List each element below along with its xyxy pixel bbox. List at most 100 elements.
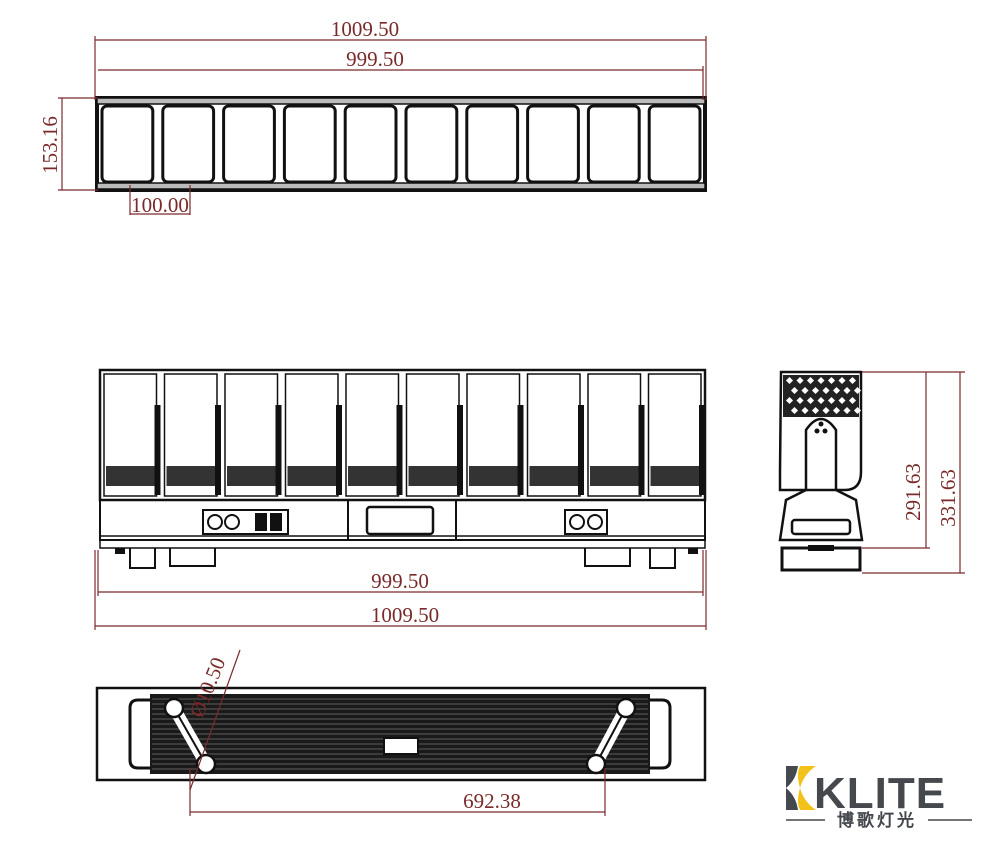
top-view-cell bbox=[100, 104, 155, 184]
top-view-cell bbox=[526, 104, 580, 184]
dim-top-overall-width: 1009.50 bbox=[331, 17, 399, 41]
grille-hole bbox=[811, 386, 820, 395]
side-view-dimensions bbox=[862, 371, 965, 574]
display-screen bbox=[365, 505, 435, 536]
side-view bbox=[778, 370, 864, 572]
clamp-left bbox=[129, 548, 216, 569]
front-view-head-arm bbox=[396, 405, 403, 495]
front-view-head-arm bbox=[215, 405, 221, 495]
side-yoke bbox=[778, 417, 864, 542]
front-view-head-arm bbox=[638, 405, 645, 495]
grille-hole bbox=[853, 386, 862, 395]
omega-bracket-right-bottom bbox=[585, 753, 607, 775]
yoke-screw bbox=[822, 428, 828, 434]
connector-port bbox=[255, 513, 267, 531]
logo-mark-yellow-bottom bbox=[798, 788, 816, 810]
grille-hole bbox=[811, 406, 820, 415]
display-panel bbox=[347, 499, 457, 541]
front-view bbox=[98, 368, 707, 569]
dim-bottom-mount-spacing: 692.38 bbox=[463, 789, 521, 813]
front-view-head-arm bbox=[154, 405, 161, 495]
yoke-screw bbox=[818, 421, 824, 427]
connector-socket-icon bbox=[587, 514, 603, 530]
front-view-head-vent bbox=[287, 466, 336, 486]
bottom-view bbox=[95, 686, 707, 782]
dim-side-height-body: 291.63 bbox=[901, 463, 925, 521]
connector-socket-icon bbox=[569, 514, 585, 530]
front-view-head-vent bbox=[348, 466, 397, 486]
grille-hole bbox=[838, 396, 846, 405]
grille-hole bbox=[806, 396, 815, 405]
top-view-cell bbox=[647, 104, 702, 184]
grille-hole bbox=[827, 376, 836, 385]
grille-hole bbox=[822, 406, 830, 415]
front-view-head-vent bbox=[166, 466, 215, 486]
front-view-head-arm bbox=[517, 405, 524, 495]
dim-front-body-width: 999.50 bbox=[371, 569, 429, 593]
connector-panel-left bbox=[202, 509, 289, 535]
top-view-outline bbox=[95, 96, 707, 192]
front-view-head-arm bbox=[699, 405, 705, 495]
handle-right bbox=[650, 698, 672, 770]
grille-hole bbox=[853, 406, 862, 415]
connector-socket-icon bbox=[224, 514, 240, 530]
connector-port bbox=[270, 513, 282, 531]
side-panel bbox=[790, 518, 852, 536]
top-view-cell bbox=[343, 104, 398, 184]
top-rail bbox=[96, 97, 706, 105]
front-view-head-arm bbox=[578, 405, 584, 495]
foot bbox=[688, 548, 698, 554]
front-view-head-vent bbox=[408, 466, 457, 486]
top-view-cell bbox=[222, 104, 276, 184]
front-view-head-vent bbox=[529, 466, 578, 486]
top-view-dimensions bbox=[58, 36, 707, 215]
front-view-head-arm bbox=[275, 405, 282, 495]
grille-hole bbox=[801, 386, 809, 395]
handle-left bbox=[128, 698, 150, 770]
side-base-latch bbox=[808, 545, 834, 551]
bottom-view-outline bbox=[95, 686, 707, 782]
grille-hole bbox=[796, 396, 804, 405]
side-head-outline bbox=[778, 370, 863, 492]
front-view-head-vent bbox=[106, 466, 155, 486]
dim-side-height-overall: 331.63 bbox=[936, 469, 960, 527]
logo-mark-gray-bottom bbox=[786, 788, 798, 810]
top-view-cell bbox=[161, 104, 216, 184]
dim-top-pitch: 100.00 bbox=[131, 193, 189, 217]
grille-hole bbox=[838, 376, 846, 385]
grille-hole bbox=[801, 406, 809, 415]
grille-hole bbox=[848, 376, 857, 385]
brand-logo: KLITE 博歌灯光 bbox=[786, 766, 972, 831]
front-view-head-arm bbox=[336, 405, 342, 495]
yoke-screw bbox=[814, 428, 820, 434]
omega-bracket-right-top bbox=[615, 697, 637, 719]
dim-front-overall-width: 1009.50 bbox=[371, 603, 439, 627]
bottom-rail bbox=[96, 182, 706, 190]
grille-hole bbox=[806, 376, 815, 385]
grille-hole bbox=[843, 406, 851, 415]
logo-brand-text: KLITE bbox=[814, 769, 946, 818]
front-view-head-vent bbox=[469, 466, 518, 486]
grille-hole bbox=[843, 386, 851, 395]
front-view-head-arm bbox=[457, 405, 463, 495]
dim-top-height: 153.16 bbox=[38, 116, 62, 174]
top-view bbox=[95, 96, 707, 192]
grille-hole bbox=[827, 396, 836, 405]
clamp-right bbox=[584, 548, 676, 569]
grille-hole bbox=[848, 396, 857, 405]
top-view-cell bbox=[465, 104, 520, 184]
bottom-center-mount bbox=[383, 737, 419, 755]
grille-hole bbox=[790, 386, 799, 395]
foot bbox=[115, 548, 125, 554]
top-view-cell bbox=[404, 104, 459, 184]
grille-hole bbox=[790, 406, 799, 415]
logo-tagline: 博歌灯光 bbox=[837, 810, 917, 831]
grille-hole bbox=[785, 396, 794, 405]
grille-hole bbox=[817, 376, 825, 385]
top-view-cell bbox=[282, 104, 337, 184]
grille-hole bbox=[817, 396, 825, 405]
grille-hole bbox=[785, 376, 794, 385]
grille-hole bbox=[832, 386, 841, 395]
